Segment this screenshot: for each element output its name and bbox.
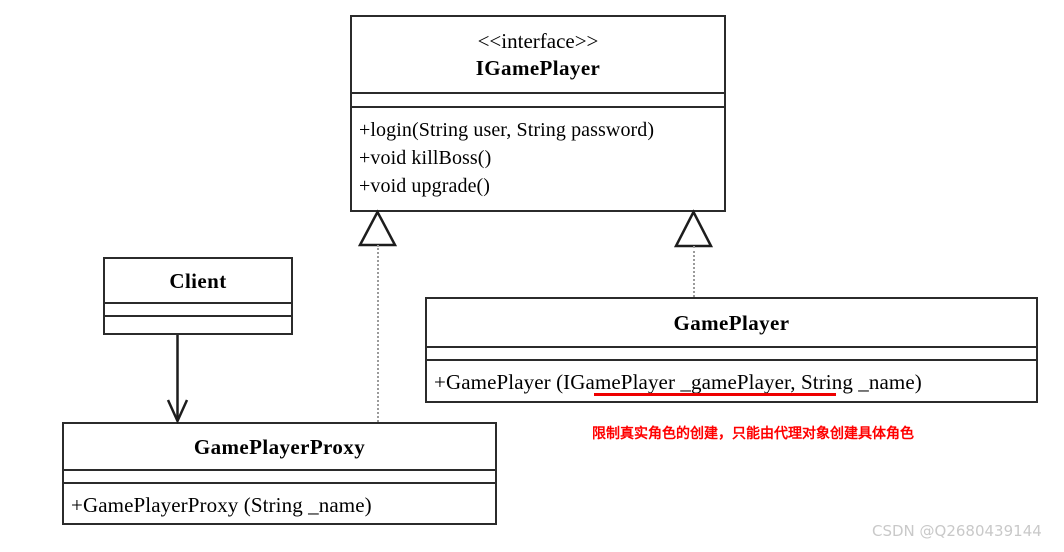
realization-dotted-line-proxy — [377, 245, 379, 422]
gameplayerproxy-name: GamePlayerProxy — [193, 435, 366, 459]
gameplayerproxy-attributes-compartment — [64, 469, 495, 482]
realization-triangle-gameplayer — [673, 209, 714, 248]
igameplayer-header: <<interface>> IGamePlayer — [352, 17, 724, 92]
class-box-gameplayer[interactable]: GamePlayer +GamePlayer (IGamePlayer _gam… — [425, 297, 1038, 403]
igameplayer-attributes-compartment — [352, 92, 724, 106]
gameplayerproxy-header: GamePlayerProxy — [64, 424, 495, 469]
gameplayer-methods-compartment: +GamePlayer (IGamePlayer _gamePlayer, St… — [427, 359, 1036, 397]
gameplayer-header: GamePlayer — [427, 299, 1036, 346]
igameplayer-method-2: +void upgrade() — [359, 175, 491, 197]
class-box-igameplayer[interactable]: <<interface>> IGamePlayer +login(String … — [350, 15, 726, 212]
igameplayer-method-1: +void killBoss() — [359, 147, 492, 169]
annotation-text: 限制真实角色的创建，只能由代理对象创建具体角色 — [592, 426, 914, 442]
constructor-param-underline — [594, 393, 836, 396]
class-box-gameplayerproxy[interactable]: GamePlayerProxy +GamePlayerProxy (String… — [62, 422, 497, 525]
igameplayer-stereotype: <<interface>> — [477, 29, 599, 53]
watermark-text: CSDN @Q2680439144 — [872, 522, 1042, 540]
gameplayer-attributes-compartment — [427, 346, 1036, 359]
gameplayer-name: GamePlayer — [673, 311, 790, 335]
gameplayerproxy-methods-compartment: +GamePlayerProxy (String _name) — [64, 482, 495, 520]
gameplayerproxy-method-0: +GamePlayerProxy (String _name) — [71, 493, 372, 517]
igameplayer-methods-compartment: +login(String user, String password) +vo… — [352, 106, 724, 200]
realization-triangle-proxy — [357, 209, 398, 247]
client-methods-compartment — [105, 315, 291, 333]
igameplayer-method-0: +login(String user, String password) — [359, 119, 655, 141]
client-name: Client — [169, 269, 227, 293]
client-header: Client — [105, 259, 291, 302]
igameplayer-name: IGamePlayer — [475, 56, 601, 80]
gameplayer-method-0: +GamePlayer (IGamePlayer _gamePlayer, St… — [434, 370, 922, 394]
client-attributes-compartment — [105, 302, 291, 315]
dependency-arrowhead-client-proxy — [166, 399, 189, 425]
realization-dotted-line-gameplayer — [693, 246, 695, 297]
class-box-client[interactable]: Client — [103, 257, 293, 335]
